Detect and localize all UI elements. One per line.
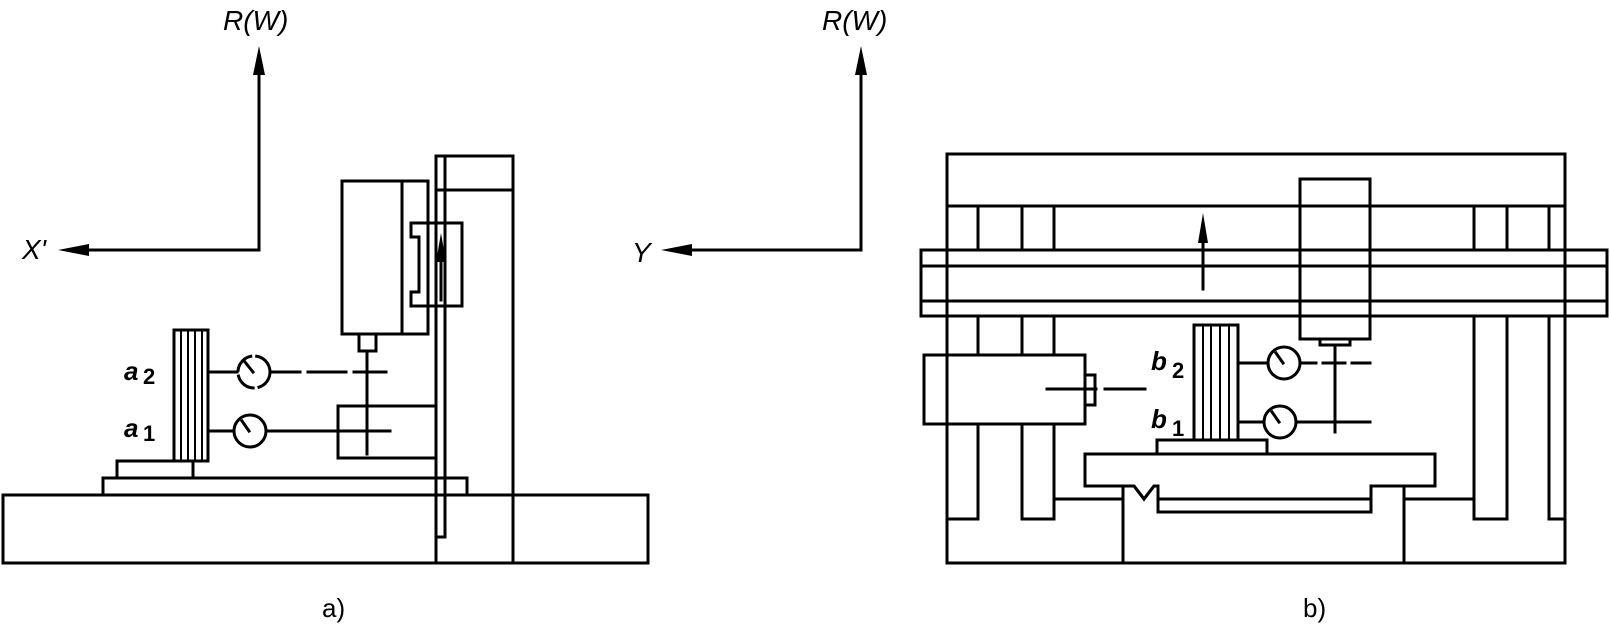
slide-motion-arrowhead [436, 233, 446, 262]
axis-system-a: R(W) X' [21, 5, 288, 265]
column-guide [434, 154, 447, 539]
panel-caption: a) [322, 593, 345, 623]
indicator-index: 2 [1172, 358, 1184, 383]
panel-caption: b) [1303, 593, 1326, 623]
indicator-label: b [1151, 404, 1167, 434]
work-table [1083, 452, 1437, 514]
horizontal-axis-arrowhead [661, 244, 692, 256]
dial-needle [1269, 409, 1282, 425]
indicator-index: 1 [1172, 416, 1184, 441]
gauge-stand-b [1192, 323, 1240, 442]
gauge-stand-frame [172, 328, 210, 463]
indicator-index: 1 [143, 421, 155, 446]
indicator-index: 2 [143, 364, 155, 389]
dial-indicator-a1: a 1 [124, 413, 392, 449]
vertical-axis-arrowhead [855, 46, 867, 75]
portal-frame [945, 204, 1567, 565]
indicator-label: a [124, 413, 138, 443]
gauge-stand-frame [1192, 323, 1240, 442]
right-column-lower [1547, 314, 1567, 521]
top-beam [945, 152, 1567, 208]
right-column-lower [1472, 314, 1509, 521]
gauge-base [115, 459, 195, 480]
panel-b: R(W) Y [632, 5, 1609, 623]
horizontal-axis-arrowhead [58, 244, 89, 256]
dial-needle [242, 359, 256, 375]
axis-system-b: R(W) Y [632, 5, 887, 268]
spindle-head [340, 179, 430, 336]
work-table [101, 476, 469, 497]
indicator-label: a [124, 356, 138, 386]
left-column-lower [1020, 422, 1056, 521]
dial-indicator-b2: b 2 [1151, 345, 1372, 383]
horizontal-axis-label: X' [21, 234, 48, 265]
gauge-base [1155, 438, 1269, 456]
dial-needle [1273, 350, 1286, 366]
machine-bed [1, 493, 650, 565]
vertical-axis-arrowhead [253, 46, 265, 75]
horizontal-axis-label: Y [632, 237, 653, 268]
panel-a: R(W) X' [1, 5, 650, 623]
vertical-axis-label: R(W) [223, 5, 288, 36]
dial-indicator-b1: b 1 [1151, 404, 1372, 441]
slide-carriage [409, 221, 464, 308]
spindle-nose [357, 332, 378, 353]
dial-needle [239, 418, 252, 434]
column [434, 154, 515, 565]
cross-rail [919, 248, 1609, 318]
left-column-lower [945, 422, 980, 521]
vertical-axis-label: R(W) [822, 5, 887, 36]
rail-motion-arrowhead [1198, 213, 1208, 243]
dial-indicator-a2: a 2 [124, 354, 388, 390]
indicator-label: b [1151, 346, 1167, 376]
gauge-stand-a [172, 328, 210, 463]
dovetail-guide [1121, 484, 1406, 502]
